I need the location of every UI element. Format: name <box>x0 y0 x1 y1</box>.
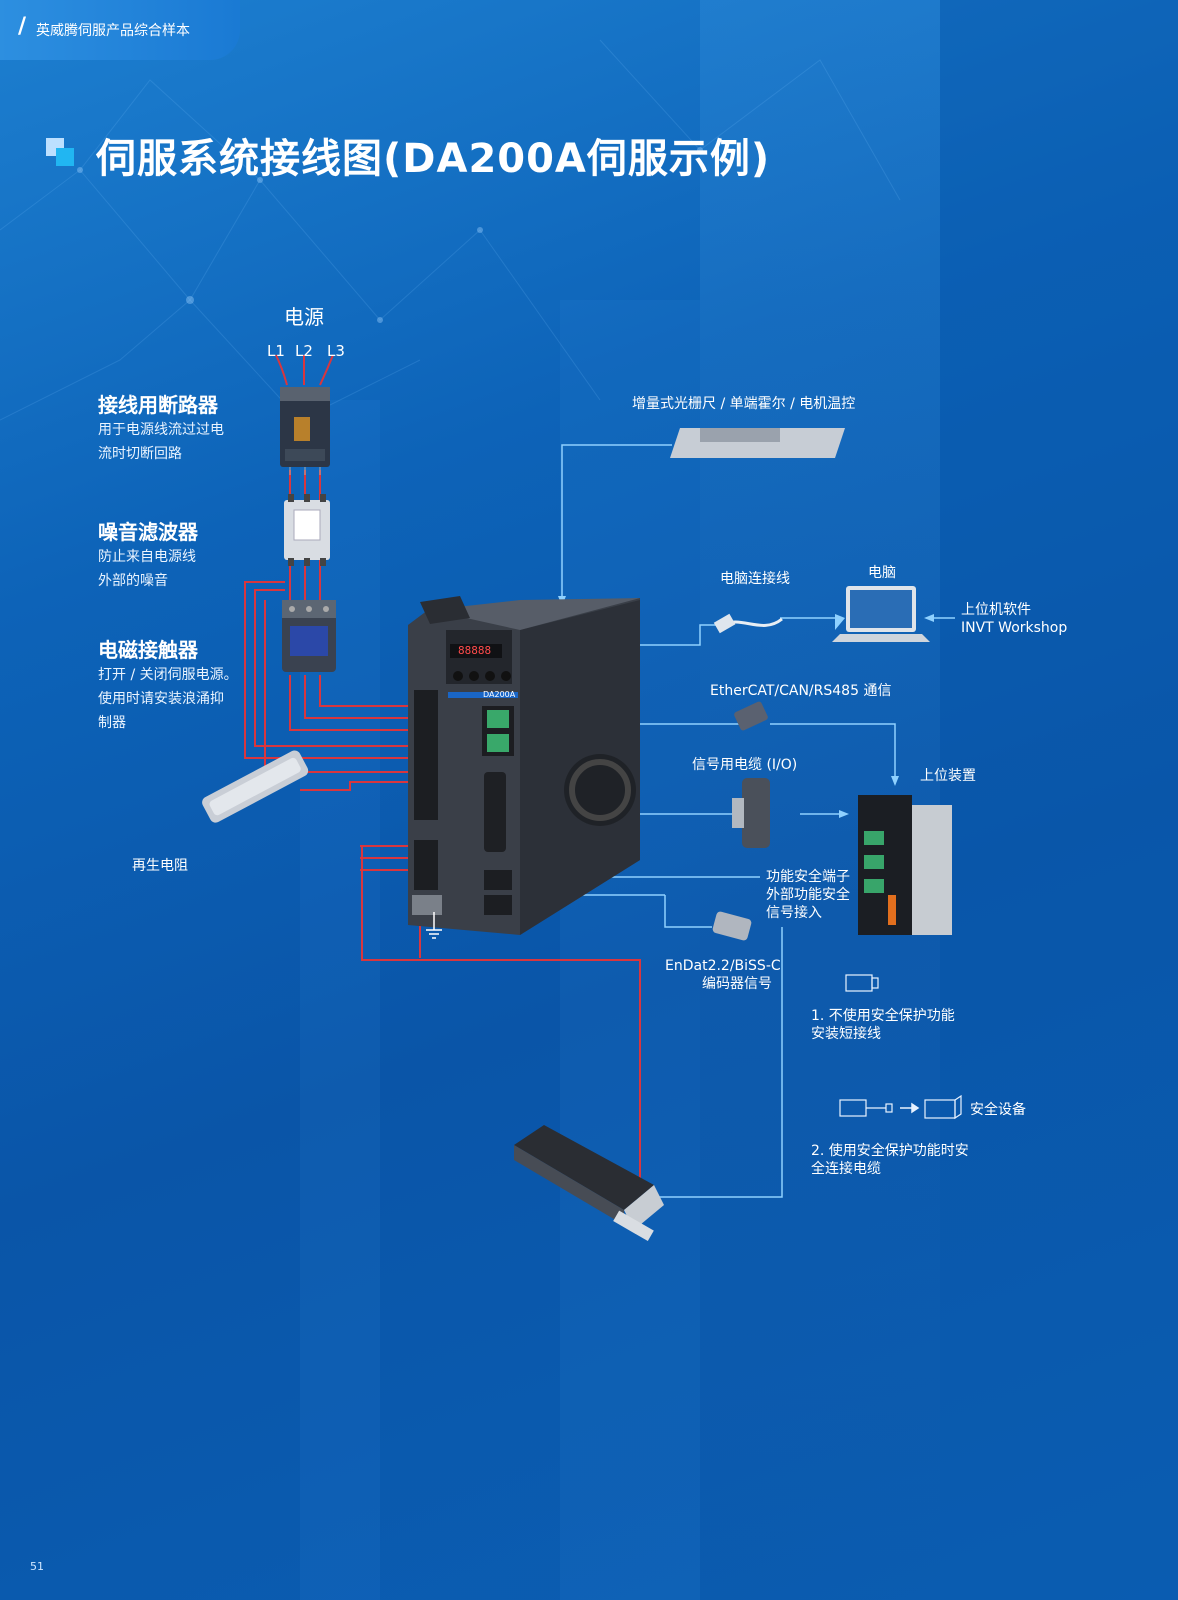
drive-display: 88888 <box>458 644 492 657</box>
db-connector <box>732 778 770 848</box>
header-tab: / 英威腾伺服产品综合样本 <box>0 0 240 60</box>
phase-l2-label: L2 <box>295 342 313 360</box>
software-label-1: 上位机软件 <box>961 602 1031 618</box>
header-tab-text: 英威腾伺服产品综合样本 <box>36 23 190 39</box>
option1-line-1: 1. 不使用安全保护功能 <box>811 1008 955 1024</box>
encoder-signal-2: 编码器信号 <box>702 976 772 992</box>
usb-cable <box>713 613 783 634</box>
option1-line-2: 安装短接线 <box>811 1026 881 1042</box>
power-wires <box>244 354 641 1185</box>
host-controller <box>858 795 952 935</box>
magnetic-contactor <box>282 600 336 672</box>
linear-motor <box>514 1125 664 1242</box>
contactor-desc-1: 打开 / 关闭伺服电源。 <box>98 667 238 683</box>
slash-icon: / <box>18 14 27 39</box>
filter-desc-2: 外部的噪音 <box>98 573 168 589</box>
linear-scale <box>670 428 845 458</box>
breaker-title: 接线用断路器 <box>98 393 218 417</box>
shorting-plug-icon <box>845 974 879 992</box>
laptop <box>832 586 930 642</box>
pc-label: 电脑 <box>868 565 896 581</box>
option2-line-2: 全连接电缆 <box>811 1161 881 1177</box>
servo-drive-body <box>408 596 640 935</box>
arrow-right-icon <box>900 1102 920 1114</box>
page-number: 51 <box>30 1560 44 1573</box>
filter-desc-1: 防止来自电源线 <box>98 549 196 565</box>
regen-resistor <box>202 750 309 823</box>
pc-cable-label: 电脑连接线 <box>720 571 790 587</box>
comm-label: EtherCAT/CAN/RS485 通信 <box>710 683 892 699</box>
software-label-2: INVT Workshop <box>961 620 1068 636</box>
power-label: 电源 <box>284 305 324 329</box>
io-cable-label: 信号用电缆 (I/O) <box>692 757 798 773</box>
safety-terminal-2: 外部功能安全 <box>766 887 850 903</box>
phase-l1-label: L1 <box>267 342 285 360</box>
safety-terminal-3: 信号接入 <box>766 905 822 921</box>
safety-device-icon <box>924 1094 962 1120</box>
phase-l3-label: L3 <box>327 342 345 360</box>
ground-icon <box>426 912 442 939</box>
noise-filter <box>284 494 330 566</box>
encoder-signal-1: EnDat2.2/BiSS-C <box>665 958 781 974</box>
breaker-desc-1: 用于电源线流过过电 <box>98 422 224 438</box>
page-title: 伺服系统接线图(DA200A伺服示例) <box>96 136 771 182</box>
safety-cable-icon <box>839 1099 893 1117</box>
resistor-label: 再生电阻 <box>132 858 188 874</box>
contactor-title: 电磁接触器 <box>98 638 198 662</box>
encoder-connector <box>712 911 752 941</box>
rj45-connector <box>734 701 768 731</box>
contactor-desc-3: 制器 <box>98 715 126 731</box>
circuit-breaker <box>280 387 330 475</box>
drive-model-label: DA200A <box>483 690 516 699</box>
safety-device-label: 安全设备 <box>970 1102 1026 1118</box>
filter-title: 噪音滤波器 <box>98 520 198 544</box>
safety-terminal-1: 功能安全端子 <box>766 869 850 885</box>
encoder-top-label: 增量式光栅尺 / 单端霍尔 / 电机温控 <box>632 396 856 412</box>
breaker-desc-2: 流时切断回路 <box>98 446 182 462</box>
option2-line-1: 2. 使用安全保护功能时安 <box>811 1143 969 1159</box>
contactor-desc-2: 使用时请安装浪涌抑 <box>98 691 224 707</box>
host-label: 上位装置 <box>920 768 976 784</box>
title-square-cyan-icon <box>56 148 74 166</box>
